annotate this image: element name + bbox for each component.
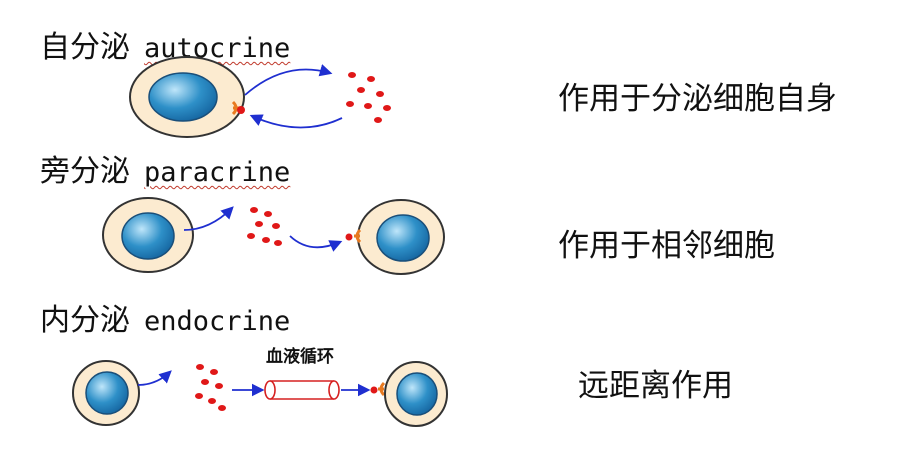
heading-paracrine-zh: 旁分泌 (40, 154, 130, 189)
paracrine-target-arrow (289, 235, 343, 252)
desc-endocrine: 远距离作用 (578, 368, 733, 404)
heading-endocrine: 内分泌 endocrine (40, 295, 290, 339)
paracrine-molecules (247, 207, 282, 246)
tube-label: 血液循环 (266, 346, 334, 367)
paracrine-bound-molecule (345, 233, 353, 241)
endocrine-target-cell (384, 361, 448, 427)
endocrine-bound-molecule (370, 386, 378, 394)
blood-vessel-tube (264, 380, 340, 400)
paracrine-receptor-icon (354, 228, 362, 244)
endocrine-secretion-arrow (137, 370, 172, 386)
autocrine-molecules (346, 72, 391, 123)
heading-endocrine-en: endocrine (144, 306, 291, 337)
desc-autocrine: 作用于分泌细胞自身 (558, 81, 837, 117)
autocrine-bound-molecule (237, 106, 245, 114)
paracrine-source-cell (102, 197, 194, 273)
heading-paracrine-en: paracrine (144, 157, 291, 188)
paracrine-target-cell (357, 199, 445, 275)
endocrine-source-cell (72, 360, 140, 426)
endocrine-molecules (195, 364, 226, 411)
paracrine-secretion-arrow (183, 206, 234, 231)
desc-paracrine: 作用于相邻细胞 (558, 228, 775, 264)
heading-autocrine-zh: 自分泌 (40, 30, 130, 65)
autocrine-cell (129, 56, 245, 138)
endocrine-receptor-icon (378, 381, 386, 397)
autocrine-return-arrow (249, 114, 343, 129)
heading-endocrine-zh: 内分泌 (40, 303, 130, 338)
heading-paracrine: 旁分泌 paracrine (40, 146, 290, 190)
autocrine-out-arrow (244, 64, 333, 96)
